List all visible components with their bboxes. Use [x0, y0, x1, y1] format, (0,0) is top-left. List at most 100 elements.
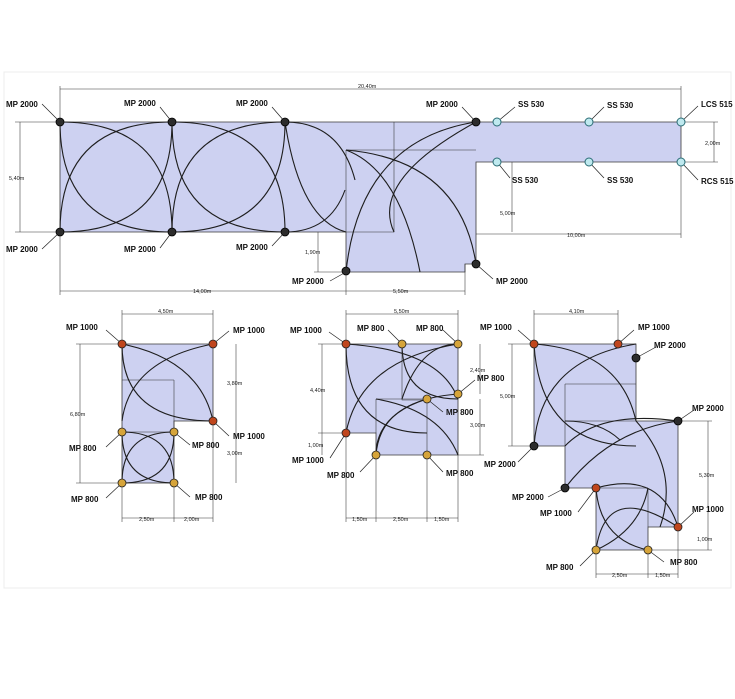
label-mp1000: MP 1000: [66, 323, 98, 332]
bottom-left-layout: 4,50m 3,80m 3,00m 6,80m 2,50m 2,00m MP 1…: [66, 309, 265, 523]
dim-500: 5,00m: [500, 394, 516, 400]
label-mp2000: MP 2000: [6, 245, 38, 254]
anchor-ss530: [584, 117, 594, 127]
arc: [595, 487, 649, 551]
arc: [284, 121, 356, 181]
arc: [345, 343, 459, 400]
arc: [345, 149, 477, 265]
arc: [171, 121, 286, 233]
anchor-mp2000: [673, 416, 683, 426]
label-mp800: MP 800: [446, 469, 474, 478]
arc: [59, 121, 173, 233]
label-mp1000: MP 1000: [290, 326, 322, 335]
dim-550: 5,50m: [394, 309, 410, 315]
dim-100: 1,00m: [308, 443, 324, 449]
anchor-mp2000: [55, 227, 65, 237]
label-ss530: SS 530: [607, 176, 634, 185]
arc: [564, 417, 679, 447]
anchor-mp800: [422, 394, 432, 404]
label-mp2000: MP 2000: [426, 100, 458, 109]
arc: [284, 121, 347, 233]
label-mp800: MP 800: [69, 444, 97, 453]
anchor-mp2000: [280, 117, 290, 127]
label-mp800: MP 800: [546, 563, 574, 572]
arc: [401, 343, 459, 400]
dim-240: 2,40m: [470, 368, 486, 374]
anchor-mp1000: [673, 522, 683, 532]
arc: [171, 121, 286, 233]
anchor-mp2000: [167, 117, 177, 127]
arc: [345, 121, 477, 273]
arc: [595, 487, 649, 551]
dim-250: 2,50m: [612, 573, 628, 579]
dim-150: 1,50m: [434, 517, 450, 523]
dim-440: 4,40m: [310, 388, 326, 394]
leader: [329, 432, 347, 459]
arc: [59, 121, 173, 233]
label-mp2000: MP 2000: [124, 245, 156, 254]
dim-450: 4,50m: [158, 309, 174, 315]
arc: [284, 189, 346, 233]
arc: [121, 343, 214, 422]
label-mp800: MP 800: [477, 374, 505, 383]
label-mp2000: MP 2000: [124, 99, 156, 108]
label-mp2000: MP 2000: [692, 404, 724, 413]
dim-250: 2,50m: [393, 517, 409, 523]
label-mp800: MP 800: [327, 471, 355, 480]
top-layout: 20,40m 5,40m 2,00m 5,00m 10,00m 1,90m 14…: [6, 84, 734, 295]
anchor-mp1000: [591, 483, 601, 493]
label-mp800: MP 800: [416, 324, 444, 333]
anchor-mp800: [169, 427, 179, 437]
arc: [59, 121, 173, 233]
anchor-mp2000: [631, 353, 641, 363]
label-mp2000: MP 2000: [654, 341, 686, 350]
arc: [121, 431, 175, 484]
anchor-mp1000: [117, 339, 127, 349]
anchor-mp800: [453, 339, 463, 349]
dim-150: 1,50m: [655, 573, 671, 579]
label-mp800: MP 800: [670, 558, 698, 567]
anchor-mp1000: [341, 339, 351, 349]
dim-500-top: 5,00m: [500, 211, 516, 217]
arc: [59, 121, 173, 233]
anchor-mp800: [422, 450, 432, 460]
label-mp2000: MP 2000: [292, 277, 324, 286]
dim-total-width: 20,40m: [358, 84, 377, 90]
dim-380: 3,80m: [227, 381, 243, 387]
anchor-mp2000: [341, 266, 351, 276]
label-rcs515: RCS 515: [701, 177, 734, 186]
anchor-lcs515: [676, 117, 686, 127]
anchor-ss530: [492, 117, 502, 127]
dim-300: 3,00m: [227, 451, 243, 457]
dim-right-height: 2,00m: [705, 141, 721, 147]
dim-250: 2,50m: [139, 517, 155, 523]
arc: [533, 343, 637, 447]
label-mp800: MP 800: [71, 495, 99, 504]
anchor-mp1000: [613, 339, 623, 349]
arc: [345, 149, 421, 273]
leader: [577, 487, 597, 513]
anchor-mp800: [117, 478, 127, 488]
label-mp1000: MP 1000: [540, 509, 572, 518]
arc: [171, 121, 286, 233]
anchor-mp800: [117, 427, 127, 437]
label-mp1000: MP 1000: [233, 326, 265, 335]
dim-200: 2,00m: [184, 517, 200, 523]
anchor-mp2000: [167, 227, 177, 237]
label-mp1000: MP 1000: [233, 432, 265, 441]
label-mp2000: MP 2000: [496, 277, 528, 286]
arc: [595, 483, 679, 528]
label-mp800: MP 800: [192, 441, 220, 450]
arc: [389, 121, 477, 233]
anchor-mp1000: [341, 428, 351, 438]
label-ss530: SS 530: [512, 176, 539, 185]
label-mp1000: MP 1000: [692, 505, 724, 514]
anchor-mp1000: [208, 416, 218, 426]
anchor-mp2000: [280, 227, 290, 237]
anchor-mp2000: [55, 117, 65, 127]
anchor-mp2000: [529, 441, 539, 451]
top-area: [59, 121, 682, 273]
dim-190: 1,90m: [305, 250, 321, 256]
label-mp2000: MP 2000: [512, 493, 544, 502]
